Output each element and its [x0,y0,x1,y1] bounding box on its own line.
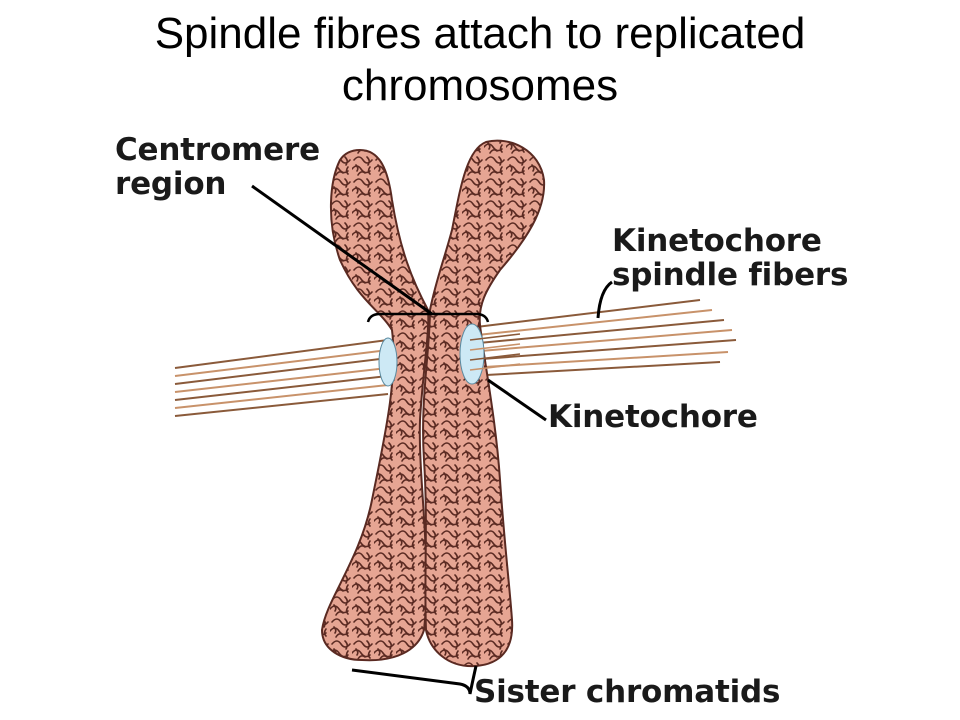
kinetochore-label: Kinetochore [548,399,758,435]
sister-chromatid-right [422,139,546,668]
kinetochore-leader-line [487,378,547,422]
slide-title: Spindle fibres attach to replicated chro… [0,8,960,112]
spindle-fibers-leader-line [596,280,613,319]
title-line-2: chromosomes [341,61,619,110]
kinetochore-left [378,337,398,387]
spindle-fibers-attach [469,333,521,371]
centromere-region-label: Centromere region [115,132,320,202]
kinetochore-spindle-fibers-label: Kinetochore spindle fibers [612,223,849,293]
spindle-fibers-left [174,339,389,417]
sister-chromatids-label: Sister chromatids [474,674,781,710]
kinetochore-right [459,323,485,385]
spindle-fibers-right [467,299,737,377]
sister-chromatid-left [320,148,430,662]
centromere-bracket [366,312,490,323]
title-line-1: Spindle fibres attach to replicated [154,9,806,58]
sister-chromatids-bracket [351,665,478,695]
centromere-leader-line [251,184,433,316]
